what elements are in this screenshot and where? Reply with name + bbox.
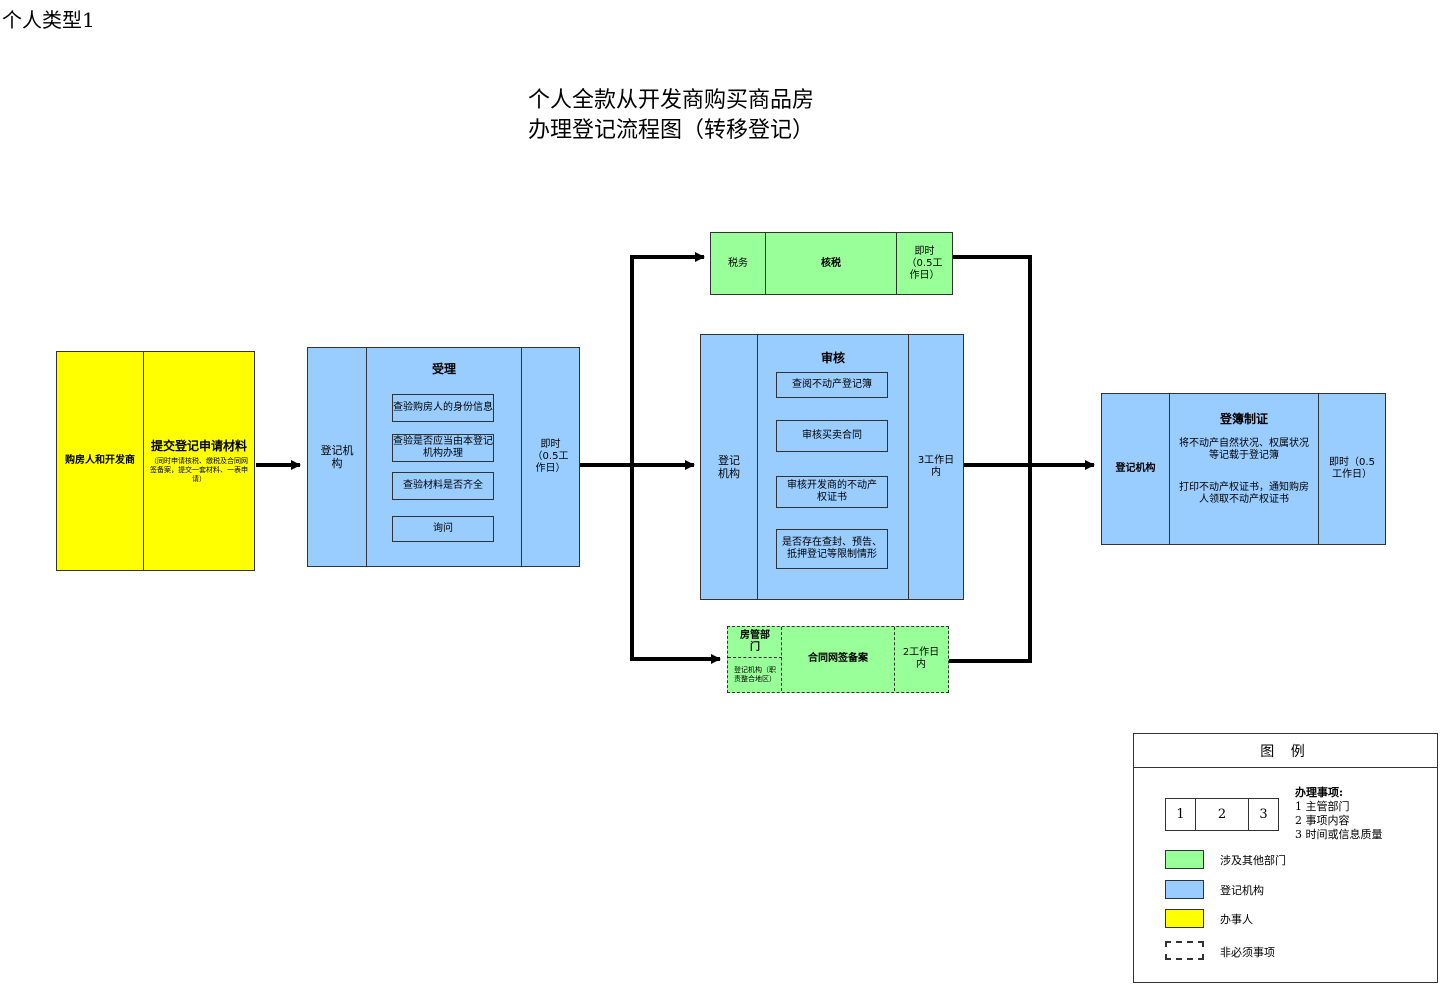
- final-time: 即时（0.5工作日）: [1318, 394, 1385, 544]
- housing-task: 合同网签备案: [808, 653, 868, 664]
- legend-label-blue: 登记机构: [1220, 884, 1264, 897]
- legend-swatch-blue: [1165, 880, 1204, 899]
- review-item-3: 审核开发商的不动产权证书: [776, 476, 888, 508]
- legend-swatch-green: [1165, 850, 1204, 869]
- legend-title: 图 例: [1134, 734, 1437, 768]
- tax-time: 即时（0.5工作日）: [896, 233, 952, 294]
- accept-item-1: 查验购房人的身份信息: [392, 394, 494, 422]
- legend-sample-1: 1: [1166, 799, 1196, 830]
- accept-item-3: 查验材料是否齐全: [392, 472, 494, 500]
- housing-subdept: 登记机构（职责整合地区）: [734, 665, 776, 683]
- legend: 图 例 1 2 3 办理事项: 1 主管部门 2 事项内容 3 时间或信息质量 …: [1133, 733, 1438, 983]
- legend-label-dashed: 非必须事项: [1220, 946, 1275, 959]
- accept-dept: 登记机构: [308, 348, 367, 566]
- accept-time: 即时（0.5工作日）: [521, 348, 579, 566]
- step-accept: 登记机构 受理 查验购房人的身份信息 查验是否应当由本登记机构办理 查验材料是否…: [307, 347, 580, 567]
- legend-key-1: 1 主管部门: [1295, 800, 1350, 813]
- final-desc-2: 打印不动产权证书，通知购房人领取不动产权证书: [1179, 482, 1309, 505]
- review-item-2: 审核买卖合同: [776, 420, 888, 452]
- legend-sample-2: 2: [1217, 807, 1227, 822]
- submit-title: 提交登记申请材料: [150, 438, 247, 453]
- arrow-branch-to-tax: [630, 252, 705, 465]
- step-housing-filing: 房管部门 登记机构（职责整合地区） 合同网签备案 2工作日内: [727, 626, 949, 693]
- submit-note: （同时申请核税、缴税及合同网签备案，提交一套材料、一表申请）: [150, 456, 248, 483]
- step-review: 登记机构 审核 查阅不动产登记簿 审核买卖合同 审核开发商的不动产权证书 是否存…: [700, 334, 964, 600]
- accept-title: 受理: [431, 362, 456, 376]
- review-item-4: 是否存在查封、预告、抵押登记等限制情形: [776, 529, 888, 569]
- accept-item-2: 查验是否应当由本登记机构办理: [392, 434, 494, 462]
- legend-sample-box: 1 2 3: [1165, 798, 1279, 831]
- page-header-label: 个人类型1: [2, 8, 95, 32]
- step-submit-application: 购房人和开发商 提交登记申请材料 （同时申请核税、缴税及合同网签备案，提交一套材…: [56, 351, 255, 571]
- tax-dept: 税务: [711, 233, 766, 294]
- diagram-title: 个人全款从开发商购买商品房 办理登记流程图（转移登记）: [528, 86, 814, 146]
- legend-swatch-yellow: [1165, 909, 1204, 928]
- final-dept: 登记机构: [1102, 394, 1170, 544]
- legend-key-3: 3 时间或信息质量: [1295, 828, 1383, 841]
- final-title: 登簿制证: [1219, 412, 1268, 426]
- legend-label-green: 涉及其他部门: [1220, 854, 1286, 867]
- step-register-certificate: 登记机构 登簿制证 将不动产自然状况、权属状况等记载于登记簿 打印不动产权证书，…: [1101, 393, 1386, 545]
- review-item-1: 查阅不动产登记簿: [776, 372, 888, 398]
- review-dept: 登记机构: [701, 335, 758, 599]
- housing-dept: 房管部门: [728, 627, 782, 658]
- applicant-party: 购房人和开发商: [57, 352, 144, 570]
- arrow-branch-to-housing: [630, 465, 721, 664]
- legend-key-2: 2 事项内容: [1295, 814, 1350, 827]
- review-title: 审核: [820, 351, 845, 365]
- line-housing-merge: [949, 465, 1032, 663]
- review-time: 3工作日内: [908, 335, 963, 599]
- accept-item-4: 询问: [392, 516, 494, 542]
- legend-swatch-dashed: [1165, 941, 1204, 960]
- step-tax: 税务 核税 即时（0.5工作日）: [710, 232, 953, 295]
- legend-key-title: 办理事项:: [1295, 786, 1344, 799]
- line-tax-merge: [953, 255, 1032, 465]
- legend-sample-3: 3: [1248, 799, 1278, 830]
- title-line-2: 办理登记流程图（转移登记）: [528, 118, 815, 143]
- legend-key: 办理事项: 1 主管部门 2 事项内容 3 时间或信息质量: [1295, 786, 1383, 842]
- title-line-1: 个人全款从开发商购买商品房: [528, 88, 815, 113]
- housing-time: 2工作日内: [894, 627, 947, 691]
- legend-label-yellow: 办事人: [1220, 913, 1253, 926]
- tax-task: 核税: [821, 257, 841, 269]
- final-desc-1: 将不动产自然状况、权属状况等记载于登记簿: [1179, 438, 1309, 461]
